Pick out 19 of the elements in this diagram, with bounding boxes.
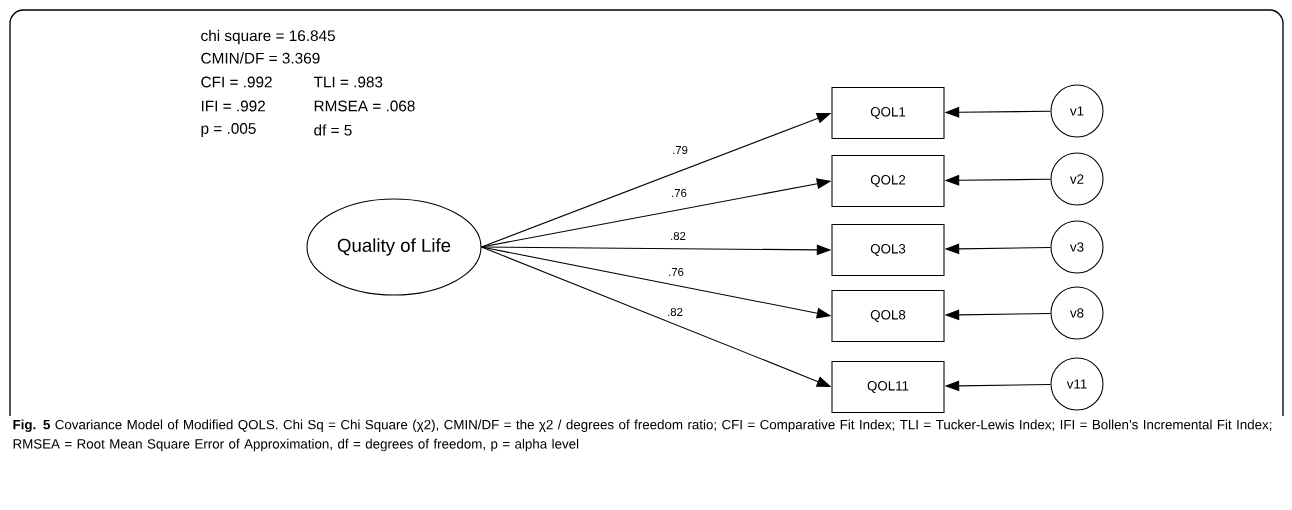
edge-label: .76 <box>669 187 689 199</box>
fit-statistic: chi square = 16.845 <box>201 29 335 45</box>
observed-variable-box: QOL3 <box>831 224 945 276</box>
fit-statistic: TLI = .983 <box>313 76 383 88</box>
fit-statistic: CFI = .992 <box>201 76 272 88</box>
observed-variable-box: QOL8 <box>831 290 945 342</box>
fit-statistic: IFI = .992 <box>201 100 265 112</box>
fit-statistic: p = .005 <box>201 123 256 137</box>
fit-statistic: CMIN/DF = 3.369 <box>201 52 320 64</box>
observed-variable-box: QOL1 <box>831 87 945 139</box>
figure-caption: Fig. 5 Covariance Model of Modified QOLS. Chi Sq = Chi Square (χ2), CMIN/DF = the χ2 / degrees of freedom ratio; CFI = Comparative Fit Index; TLI = Tucker-Lewis Index; IFI = Bollen’s Incremental Fit Index; RMSEA = Root Mean Square Error of Approximation, df = degrees of freedom, p = alpha level <box>13 419 1272 452</box>
fit-statistic: df = 5 <box>314 124 352 136</box>
observed-variable-box: QOL2 <box>831 155 945 207</box>
observed-variable-box: QOL11 <box>831 361 945 413</box>
edge-label: .82 <box>668 230 688 242</box>
edge-label: .79 <box>670 144 690 156</box>
edge-label: .76 <box>666 266 686 278</box>
fit-statistic: RMSEA = .068 <box>314 100 415 112</box>
edge-label: .82 <box>665 306 685 318</box>
